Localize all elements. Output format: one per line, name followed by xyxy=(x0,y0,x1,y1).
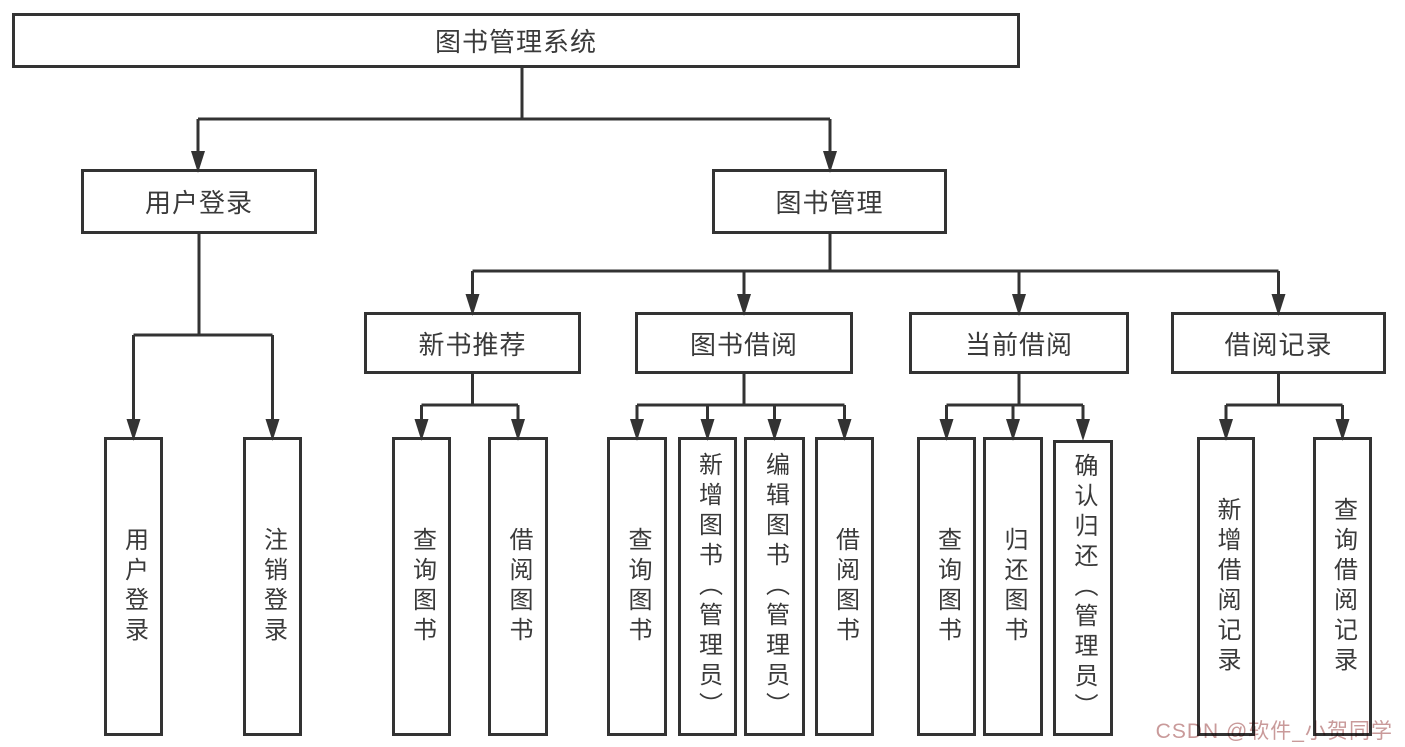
node-leaf-bb-borrow-books: 借阅图书 xyxy=(815,437,874,736)
node-leaf-bb-add-books-admin-label: 新增图书（管理员） xyxy=(694,451,722,722)
node-leaf-user-login-label: 用户登录 xyxy=(120,526,148,647)
node-leaf-cb-return-books-label: 归还图书 xyxy=(1000,526,1027,647)
node-book-borrowing-label: 图书借阅 xyxy=(689,329,798,360)
node-leaf-logout-label: 注销登录 xyxy=(259,526,287,647)
node-leaf-br-add-record-label: 新增借阅记录 xyxy=(1213,496,1240,677)
node-new-book-recommend: 新书推荐 xyxy=(364,312,581,374)
node-user-login: 用户登录 xyxy=(81,169,317,234)
node-leaf-user-login: 用户登录 xyxy=(104,437,163,736)
node-leaf-bb-query-books-label: 查询图书 xyxy=(624,526,651,647)
node-leaf-cb-query-books-label: 查询图书 xyxy=(933,526,961,647)
node-leaf-br-query-record-label: 查询借阅记录 xyxy=(1329,496,1357,677)
csdn-watermark: CSDN @软件_小贺同学 xyxy=(1155,720,1393,743)
node-leaf-nbr-query-books-label: 查询图书 xyxy=(408,526,436,647)
node-book-management: 图书管理 xyxy=(712,169,947,234)
node-leaf-br-query-record: 查询借阅记录 xyxy=(1313,437,1372,736)
node-current-borrowing-label: 当前借阅 xyxy=(964,329,1073,360)
node-leaf-bb-add-books-admin: 新增图书（管理员） xyxy=(678,437,737,736)
node-current-borrowing: 当前借阅 xyxy=(909,312,1129,374)
node-book-management-label: 图书管理 xyxy=(775,188,884,218)
node-library-system-label: 图书管理系统 xyxy=(434,27,597,57)
node-library-system: 图书管理系统 xyxy=(12,13,1020,68)
node-leaf-nbr-borrow-books-label: 借阅图书 xyxy=(505,526,532,647)
node-leaf-nbr-query-books: 查询图书 xyxy=(392,437,451,736)
node-user-login-label: 用户登录 xyxy=(144,188,253,218)
node-borrowing-records-label: 借阅记录 xyxy=(1224,329,1333,360)
node-leaf-bb-edit-books-admin: 编辑图书（管理员） xyxy=(744,437,805,736)
node-leaf-bb-query-books: 查询图书 xyxy=(607,437,667,736)
node-leaf-bb-borrow-books-label: 借阅图书 xyxy=(831,526,859,647)
node-leaf-nbr-borrow-books: 借阅图书 xyxy=(488,437,548,736)
node-leaf-cb-confirm-return-admin-label: 确认归还（管理员） xyxy=(1070,453,1097,723)
node-new-book-recommend-label: 新书推荐 xyxy=(418,329,527,360)
node-leaf-bb-edit-books-admin-label: 编辑图书（管理员） xyxy=(761,451,789,722)
node-leaf-cb-confirm-return-admin: 确认归还（管理员） xyxy=(1053,440,1113,736)
node-book-borrowing: 图书借阅 xyxy=(635,312,853,374)
node-leaf-br-add-record: 新增借阅记录 xyxy=(1197,437,1255,736)
node-leaf-cb-return-books: 归还图书 xyxy=(983,437,1043,736)
node-leaf-cb-query-books: 查询图书 xyxy=(917,437,976,736)
node-leaf-logout: 注销登录 xyxy=(243,437,302,736)
node-borrowing-records: 借阅记录 xyxy=(1171,312,1386,374)
